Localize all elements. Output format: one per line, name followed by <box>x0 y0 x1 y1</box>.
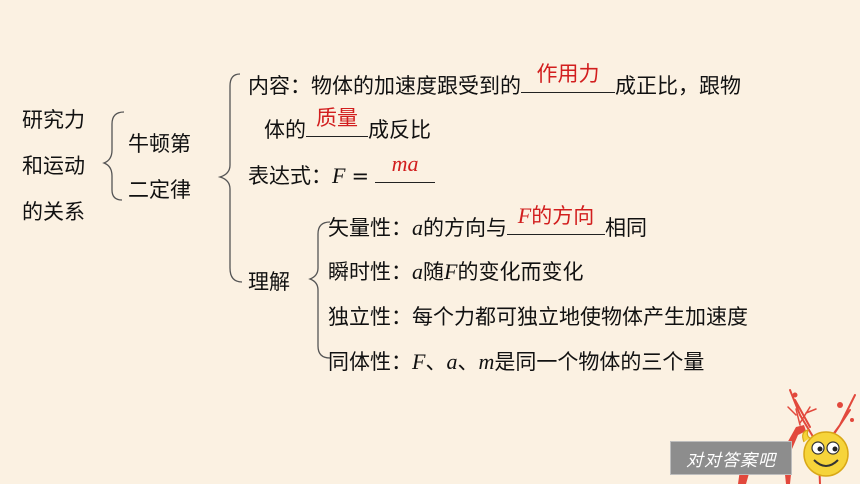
content-row-2: 体的质量成反比 <box>264 106 431 144</box>
vector-text-2: 相同 <box>605 216 647 240</box>
blank-mass: 质量 <box>306 106 368 137</box>
same-body-row: 同体性：F、a、m是同一个物体的三个量 <box>328 348 704 376</box>
instant-row: 瞬时性：a随F的变化而变化 <box>328 258 583 286</box>
same-body-var-m: m <box>478 349 495 374</box>
blank-ma: ma <box>375 151 436 183</box>
same-body-text: 是同一个物体的三个量 <box>494 350 705 374</box>
content-text-1: 物体的加速度跟受到的 <box>311 74 521 98</box>
topic-line-3: 的关系 <box>22 200 85 224</box>
content-row-1: 内容：物体的加速度跟受到的作用力成正比，跟物 <box>248 62 741 100</box>
content-text-2: 成正比，跟物 <box>615 74 741 98</box>
check-answer-button[interactable]: 对对答案吧 <box>670 441 792 475</box>
law-line-1: 牛顿第 <box>128 132 191 156</box>
content-text-4: 成反比 <box>368 118 431 142</box>
content-label: 内容： <box>248 74 311 98</box>
topic-line-2: 和运动 <box>22 154 85 178</box>
brace-topic <box>102 111 125 201</box>
brace-understanding <box>308 221 331 359</box>
same-body-sep-2: 、 <box>457 350 479 374</box>
formula-f: F <box>332 163 346 188</box>
expression-row: 表达式：F= ma <box>248 151 436 190</box>
same-body-var-f: F <box>412 349 426 374</box>
vector-label: 矢量性： <box>328 216 412 240</box>
expression-label: 表达式： <box>248 164 332 188</box>
independent-text: 每个力都可独立地使物体产生加速度 <box>412 305 748 329</box>
same-body-label: 同体性： <box>328 350 412 374</box>
answer-direction: F的方向 <box>507 202 605 230</box>
blank-direction: F的方向 <box>507 203 605 235</box>
smiley-icon[interactable] <box>798 424 854 480</box>
blank-force: 作用力 <box>521 62 615 93</box>
content-text-3: 体的 <box>264 118 306 142</box>
answer-ma: ma <box>391 151 419 176</box>
vector-text-1: 的方向与 <box>423 216 507 240</box>
instant-var-f: F <box>444 259 458 284</box>
topic-line-1: 研究力 <box>22 108 85 132</box>
same-body-sep-1: 、 <box>425 350 447 374</box>
instant-text-1: 随 <box>423 260 444 284</box>
answer-mass: 质量 <box>316 106 358 130</box>
same-body-var-a: a <box>446 349 458 374</box>
instant-text-2: 的变化而变化 <box>457 260 584 284</box>
instant-label: 瞬时性： <box>328 260 412 284</box>
independent-row: 独立性：每个力都可独立地使物体产生加速度 <box>328 303 748 331</box>
independent-label: 独立性： <box>328 305 412 329</box>
instant-var-a: a <box>412 259 423 284</box>
answer-direction-text: 的方向 <box>531 204 595 228</box>
formula-equals: = <box>351 164 370 188</box>
brace-law <box>217 73 243 283</box>
vector-var-a: a <box>412 215 423 240</box>
understanding-label: 理解 <box>248 270 290 294</box>
answer-force: 作用力 <box>536 62 600 86</box>
law-line-2: 二定律 <box>128 178 191 202</box>
answer-direction-var: F <box>517 203 532 228</box>
